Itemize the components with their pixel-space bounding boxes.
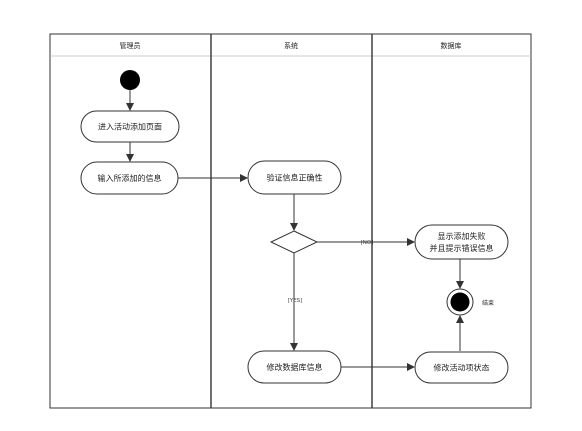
action-input-info: 输入所添加的信息 xyxy=(80,161,179,195)
action-node-shape xyxy=(247,160,342,195)
action-enter-page: 进入活动添加页面 xyxy=(80,110,180,143)
edges xyxy=(126,89,464,371)
edge-label-no: [NO] xyxy=(361,240,374,246)
action-node-label: 修改活动项状态 xyxy=(434,363,490,373)
action-validate: 验证信息正确性 xyxy=(247,160,342,195)
end-label: 结束 xyxy=(482,299,494,307)
action-node-label: 修改数据库信息 xyxy=(267,362,323,372)
action-node-label: 输入所添加的信息 xyxy=(98,173,162,183)
action-show-fail: 显示添加失败 并且提示错误信息 xyxy=(414,224,509,260)
action-node-label: 验证信息正确性 xyxy=(267,173,323,183)
decision-node xyxy=(269,230,319,254)
lane-title-database: 数据库 xyxy=(441,41,462,50)
action-modify-db: 修改数据库信息 xyxy=(247,350,342,384)
action-node-shape xyxy=(247,350,342,384)
action-node-label: 进入活动添加页面 xyxy=(98,122,162,132)
action-node-shape xyxy=(80,161,179,195)
action-node-shape xyxy=(414,224,509,260)
action-node-label-line2: 并且提示错误信息 xyxy=(430,243,494,253)
swimlanes: 管理员 系统 数据库 xyxy=(49,33,532,409)
edge-label-yes: [YES] xyxy=(288,298,303,304)
end-node-core xyxy=(450,292,470,312)
action-node-shape xyxy=(80,110,180,143)
lane-title-system: 系统 xyxy=(284,41,298,50)
action-node-label-line1: 显示添加失败 xyxy=(438,231,486,241)
action-modify-status: 修改活动项状态 xyxy=(414,351,509,384)
end-node xyxy=(446,288,474,316)
action-node-shape xyxy=(414,351,509,384)
lane-title-admin: 管理员 xyxy=(120,41,141,50)
start-node xyxy=(120,70,140,90)
